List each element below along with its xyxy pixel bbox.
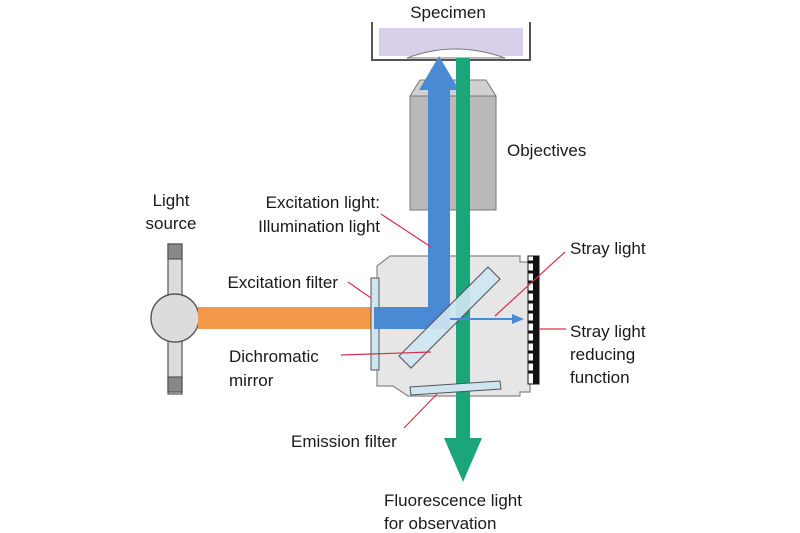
label-fluorescence-line2: for observation: [384, 514, 496, 533]
excitation-light-beam: [374, 56, 459, 329]
label-dichromatic-line1: Dichromatic: [229, 347, 319, 366]
label-stray-reducing-line3: function: [570, 368, 630, 387]
stray-light-arrow: [450, 314, 524, 324]
dichromatic-mirror: [398, 266, 501, 369]
label-objectives: Objectives: [507, 141, 586, 160]
label-light-source-line2: source: [145, 214, 196, 233]
light-source-lamp: [150, 243, 200, 395]
source-light-beam: [198, 307, 374, 329]
label-stray-light: Stray light: [570, 239, 646, 258]
label-excitation-light-line1: Excitation light:: [266, 193, 380, 212]
label-excitation-light-line2: Illumination light: [258, 217, 380, 236]
leader-dichromatic-mirror: [340, 351, 432, 356]
label-excitation-filter: Excitation filter: [227, 273, 338, 292]
leader-emission-filter: [403, 393, 438, 429]
specimen-dish: [371, 22, 531, 61]
objective-body: [409, 95, 497, 211]
label-dichromatic-line2: mirror: [229, 371, 274, 390]
emission-filter: [409, 380, 502, 396]
objective-lens: [409, 79, 497, 211]
leader-excitation-filter: [347, 281, 372, 299]
specimen-sample: [406, 48, 506, 59]
label-stray-reducing-line2: reducing: [570, 345, 635, 364]
leader-stray-light: [494, 251, 566, 317]
label-light-source-line1: Light: [153, 191, 190, 210]
leader-excitation-light: [380, 213, 432, 248]
dish-outline: [371, 22, 531, 61]
label-specimen: Specimen: [410, 3, 486, 22]
label-stray-reducing-line1: Stray light: [570, 322, 646, 341]
leader-lines: [340, 213, 566, 429]
fluorescence-light-beam: [444, 58, 482, 482]
stray-light-reducing-strip: [527, 255, 540, 385]
label-emission-filter: Emission filter: [291, 432, 397, 451]
label-fluorescence-line1: Fluorescence light: [384, 491, 522, 510]
